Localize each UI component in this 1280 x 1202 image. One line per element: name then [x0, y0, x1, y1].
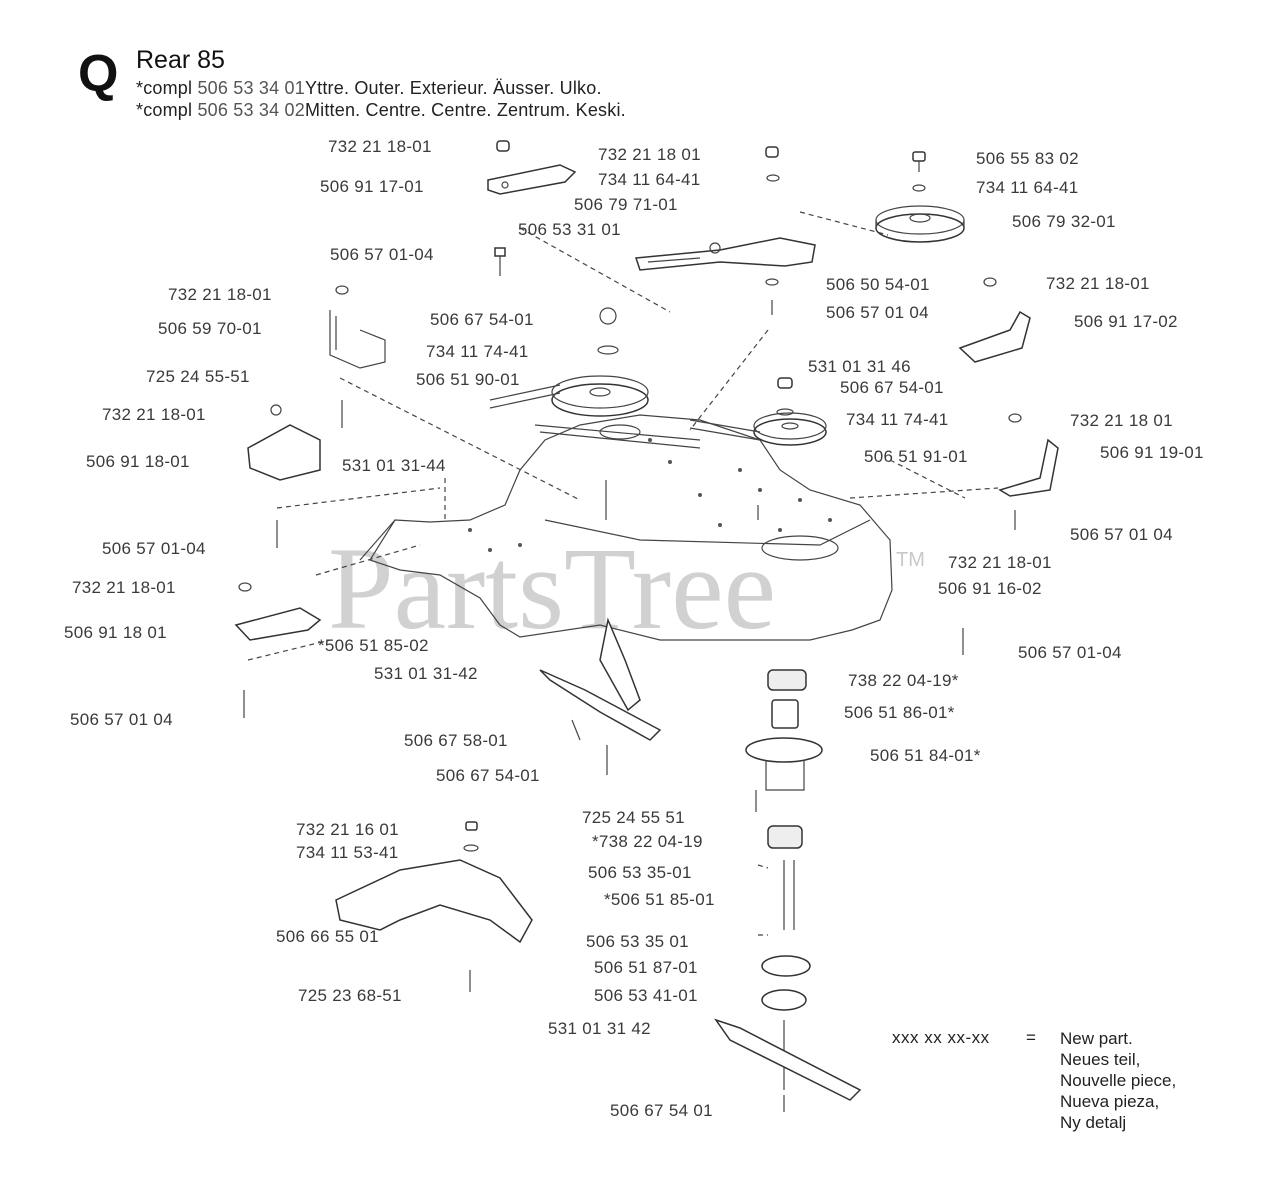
part-label[interactable]: 506 67 58-01 — [404, 731, 508, 750]
compl-line-outer: *compl 506 53 34 01Yttre. Outer. Exterie… — [136, 78, 602, 99]
compl-line-centre: *compl 506 53 34 02Mitten. Centre. Centr… — [136, 100, 626, 121]
compl-text: Mitten. Centre. Centre. Zentrum. Keski. — [304, 100, 626, 120]
mower-blade-rear — [714, 1018, 862, 1101]
part-label[interactable]: 506 91 18 01 — [64, 623, 167, 642]
part-label[interactable]: 732 21 18-01 — [328, 137, 432, 156]
part-label[interactable]: 531 01 31-42 — [374, 664, 478, 683]
part-label[interactable]: 732 21 16 01 — [296, 820, 399, 839]
part-label[interactable]: 732 21 18 01 — [1070, 411, 1173, 430]
part-label[interactable]: 506 79 71-01 — [574, 195, 678, 214]
fasteners — [238, 140, 1022, 1112]
compl-prefix: *compl — [136, 100, 193, 120]
legend-line: Ny detalj — [1060, 1113, 1127, 1132]
tensioner-arm — [634, 237, 816, 271]
belt-pulley-left — [551, 375, 649, 417]
legend-line: New part. — [1060, 1029, 1133, 1048]
section-title: Rear 85 — [136, 46, 225, 74]
part-label[interactable]: 506 55 83 02 — [976, 149, 1079, 168]
mower-deck-housing — [359, 414, 893, 641]
part-label[interactable]: 506 57 01-04 — [1018, 643, 1122, 662]
part-label[interactable]: 506 91 17-01 — [320, 177, 424, 196]
legend-line: Nueva pieza, — [1060, 1092, 1160, 1111]
part-number-labels: 732 21 18-01 506 91 17-01 732 21 18 01 7… — [64, 137, 1204, 1120]
part-label[interactable]: 506 51 87-01 — [594, 958, 698, 977]
bracket-top-left — [487, 164, 577, 195]
legend-line: Neues teil, — [1060, 1050, 1141, 1069]
discharge-deflector — [335, 859, 533, 944]
part-label[interactable]: 506 67 54-01 — [430, 310, 534, 329]
part-label[interactable]: 531 01 31 42 — [548, 1019, 651, 1038]
part-label[interactable]: 734 11 64-41 — [598, 170, 701, 189]
part-label[interactable]: *506 51 85-02 — [318, 636, 429, 655]
part-label[interactable]: 506 51 84-01* — [870, 746, 981, 765]
part-label[interactable]: 506 53 41-01 — [594, 986, 698, 1005]
part-label[interactable]: 506 91 19-01 — [1100, 443, 1204, 462]
part-label[interactable]: 734 11 74-41 — [846, 410, 949, 429]
bracket-hook — [329, 310, 386, 369]
part-label[interactable]: 506 53 35 01 — [586, 932, 689, 951]
watermark-tm: TM — [896, 549, 925, 571]
part-label[interactable]: 506 51 90-01 — [416, 370, 520, 389]
part-label[interactable]: 531 01 31 46 — [808, 357, 911, 376]
part-label[interactable]: 506 57 01 04 — [1070, 525, 1173, 544]
compl-number[interactable]: 506 53 34 01 — [197, 78, 305, 98]
part-label[interactable]: 506 79 32-01 — [1012, 212, 1116, 231]
legend-translations: New part. Neues teil, Nouvelle piece, Nu… — [1060, 1028, 1260, 1133]
section-letter: Q — [78, 45, 119, 103]
part-label[interactable]: 506 53 31 01 — [518, 220, 621, 239]
part-label[interactable]: 506 57 01-04 — [330, 245, 434, 264]
part-label[interactable]: 725 24 55-51 — [146, 367, 250, 386]
belt-pulley-large — [875, 205, 965, 243]
legend-code: xxx xx xx-xx — [892, 1028, 990, 1047]
part-label[interactable]: 531 01 31-44 — [342, 456, 446, 475]
part-label[interactable]: 506 91 17-02 — [1074, 312, 1178, 331]
part-label[interactable]: 725 23 68-51 — [298, 986, 402, 1005]
part-label[interactable]: 732 21 18-01 — [948, 553, 1052, 572]
part-label[interactable]: *506 51 85-01 — [604, 890, 715, 909]
spindle-assembly — [745, 669, 823, 1090]
part-label[interactable]: 732 21 18-01 — [102, 405, 206, 424]
part-label[interactable]: 506 91 16-02 — [938, 579, 1042, 598]
part-label[interactable]: 506 67 54-01 — [840, 378, 944, 397]
part-label[interactable]: 506 66 55 01 — [276, 927, 379, 946]
mower-blade-center — [539, 617, 662, 741]
compl-prefix: *compl — [136, 78, 193, 98]
bracket-left-lower — [234, 607, 322, 641]
part-label[interactable]: 506 57 01 04 — [70, 710, 173, 729]
compl-text: Yttre. Outer. Exterieur. Äusser. Ulko. — [304, 78, 602, 98]
part-label[interactable]: 506 53 35-01 — [588, 863, 692, 882]
part-label[interactable]: 732 21 18 01 — [598, 145, 701, 164]
part-label[interactable]: 506 59 70-01 — [158, 319, 262, 338]
bracket-right-lower — [998, 438, 1059, 497]
part-label[interactable]: 734 11 74-41 — [426, 342, 529, 361]
part-label[interactable]: 738 22 04-19* — [848, 671, 959, 690]
legend-line: Nouvelle piece, — [1060, 1071, 1177, 1090]
part-label[interactable]: 506 51 86-01* — [844, 703, 955, 722]
legend-equals: = — [1026, 1028, 1036, 1047]
part-label[interactable]: *738 22 04-19 — [592, 832, 703, 851]
belt-pulley-right — [753, 412, 827, 446]
part-label[interactable]: 506 57 01-04 — [102, 539, 206, 558]
part-label[interactable]: 506 57 01 04 — [826, 303, 929, 322]
leader-lines — [247, 211, 999, 936]
part-label[interactable]: 732 21 18-01 — [72, 578, 176, 597]
compl-number[interactable]: 506 53 34 02 — [197, 100, 305, 120]
part-label[interactable]: 506 67 54 01 — [610, 1101, 713, 1120]
bracket-right — [958, 310, 1031, 363]
part-label[interactable]: 506 50 54-01 — [826, 275, 930, 294]
part-label[interactable]: 732 21 18-01 — [168, 285, 272, 304]
part-label[interactable]: 506 91 18-01 — [86, 452, 190, 471]
drive-belt — [489, 384, 761, 449]
part-label[interactable]: 732 21 18-01 — [1046, 274, 1150, 293]
part-label[interactable]: 725 24 55 51 — [582, 808, 685, 827]
part-label[interactable]: 506 51 91-01 — [864, 447, 968, 466]
bracket-left-mid — [247, 424, 321, 481]
part-label[interactable]: 506 67 54-01 — [436, 766, 540, 785]
watermark: PartsTree — [328, 523, 776, 654]
part-label[interactable]: 734 11 53-41 — [296, 843, 399, 862]
part-label[interactable]: 734 11 64-41 — [976, 178, 1079, 197]
